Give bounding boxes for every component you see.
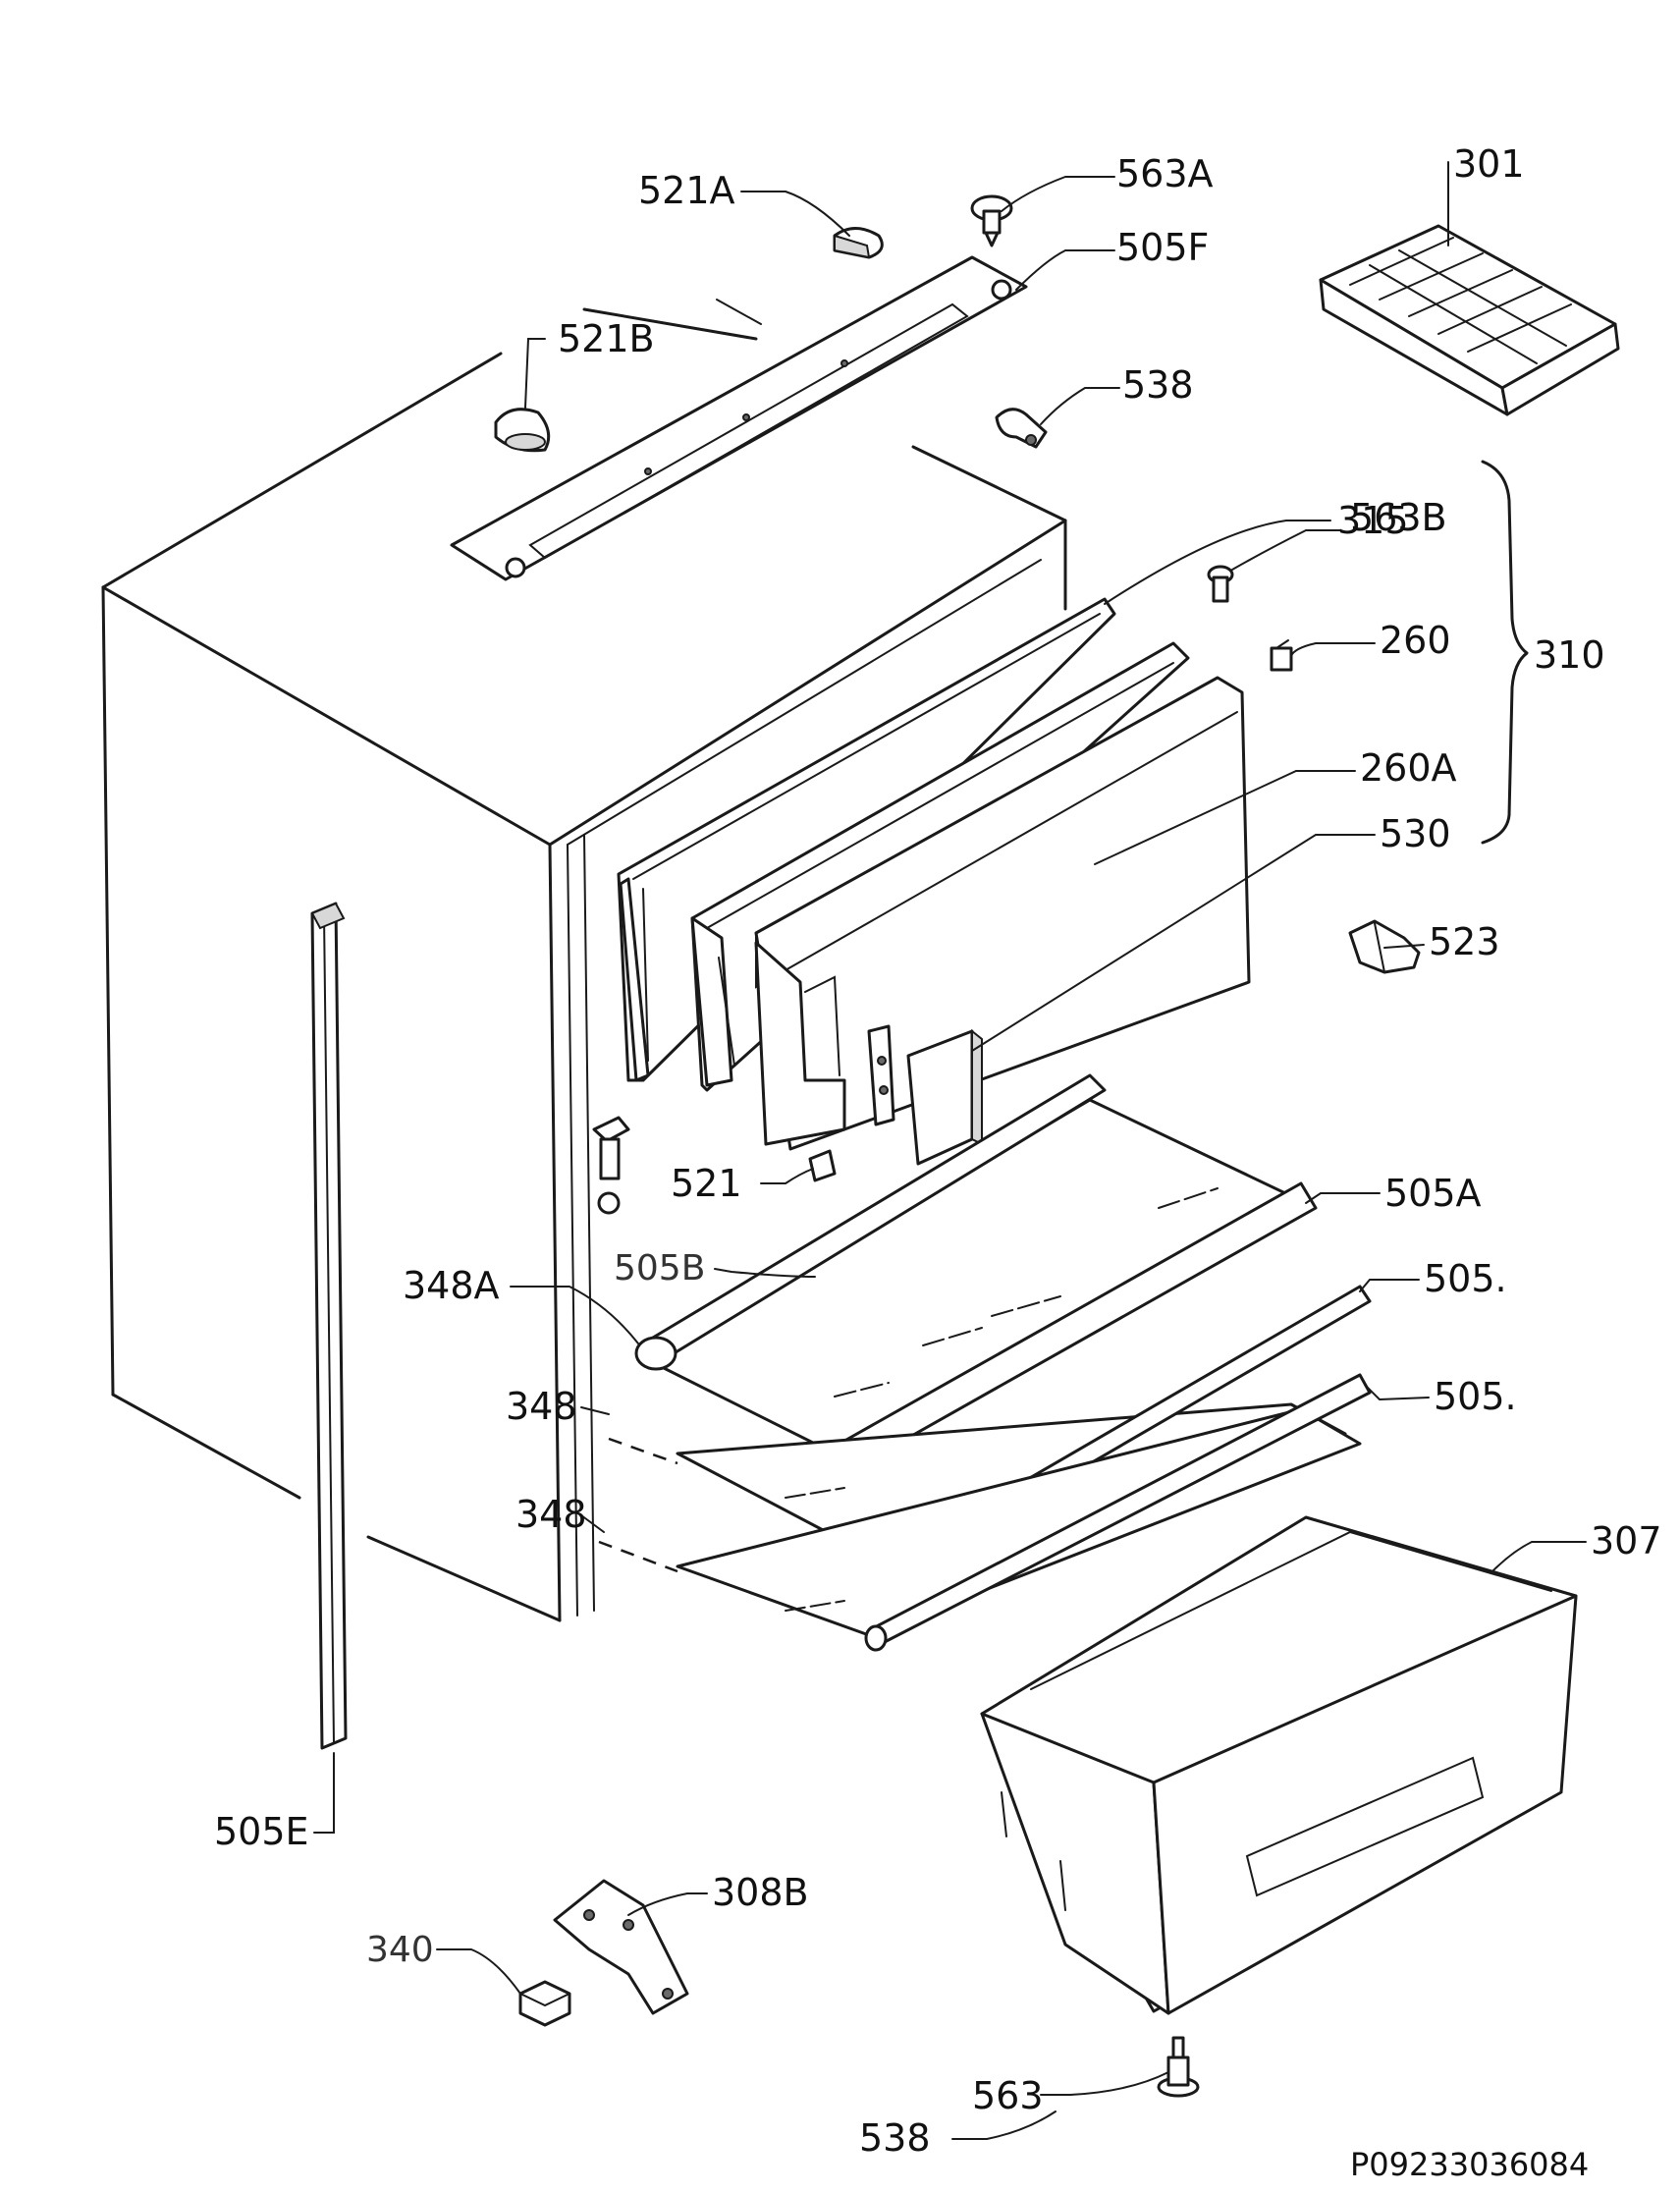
label-530: 530 bbox=[1380, 812, 1451, 855]
group-brace-310 bbox=[1481, 460, 1529, 845]
label-310: 310 bbox=[1534, 633, 1605, 677]
label-563B-visible: 563B bbox=[1350, 496, 1447, 539]
label-348-second: 348 bbox=[515, 1493, 587, 1536]
label-505-second: 505. bbox=[1434, 1375, 1517, 1418]
cap-521A bbox=[833, 227, 884, 259]
label-563: 563 bbox=[972, 2074, 1044, 2117]
lamp-holder-left bbox=[592, 1116, 630, 1215]
cabinet-body bbox=[101, 299, 1067, 1622]
label-260: 260 bbox=[1380, 619, 1451, 662]
label-505A: 505A bbox=[1384, 1172, 1482, 1215]
label-308B: 308B bbox=[712, 1871, 809, 1914]
hinge-pin-538-top bbox=[995, 408, 1048, 449]
label-301: 301 bbox=[1453, 142, 1525, 186]
drawing-code: P09233036084 bbox=[1350, 2146, 1589, 2183]
clip-260 bbox=[1270, 639, 1293, 672]
label-505F: 505F bbox=[1116, 226, 1209, 269]
hinge-308B bbox=[553, 1879, 689, 2015]
top-rail-505F bbox=[450, 255, 1028, 581]
cap-521B bbox=[494, 408, 551, 453]
vegetable-drawer-307 bbox=[980, 1515, 1578, 2015]
label-538-bottom: 538 bbox=[859, 2116, 931, 2160]
label-260A: 260A bbox=[1360, 746, 1457, 790]
leader-lines bbox=[313, 161, 1587, 2140]
cap-340 bbox=[518, 1980, 571, 2027]
screw-563A bbox=[970, 194, 1013, 247]
label-348-first: 348 bbox=[506, 1385, 577, 1428]
label-521A: 521A bbox=[638, 169, 735, 212]
pin-563B bbox=[1207, 565, 1234, 603]
foot-563 bbox=[1157, 2036, 1200, 2098]
part-labels: 521A 563A 301 505F 521B 538 315 563B 563… bbox=[214, 142, 1662, 2183]
label-340: 340 bbox=[366, 1930, 434, 1970]
label-505B: 505B bbox=[614, 1248, 705, 1288]
label-307: 307 bbox=[1591, 1519, 1662, 1563]
label-521B: 521B bbox=[558, 317, 655, 360]
hinge-bracket-530 bbox=[867, 1024, 983, 1166]
label-538-top: 538 bbox=[1122, 363, 1194, 407]
door-seal-strip-505E bbox=[310, 902, 348, 1750]
label-523: 523 bbox=[1429, 920, 1500, 963]
label-521: 521 bbox=[671, 1162, 742, 1205]
label-563B-text: 563B bbox=[1350, 496, 1447, 539]
label-315: 315 bbox=[1337, 499, 1409, 542]
ice-tray-301 bbox=[1319, 224, 1620, 416]
cap-521 bbox=[808, 1149, 837, 1182]
label-563A: 563A bbox=[1116, 152, 1214, 195]
label-348A: 348A bbox=[403, 1264, 500, 1307]
label-505E: 505E bbox=[214, 1810, 309, 1853]
shelf-505A bbox=[634, 1073, 1318, 1474]
label-505-first: 505. bbox=[1424, 1257, 1507, 1300]
glass-shelf-348-b bbox=[598, 1373, 1372, 1652]
